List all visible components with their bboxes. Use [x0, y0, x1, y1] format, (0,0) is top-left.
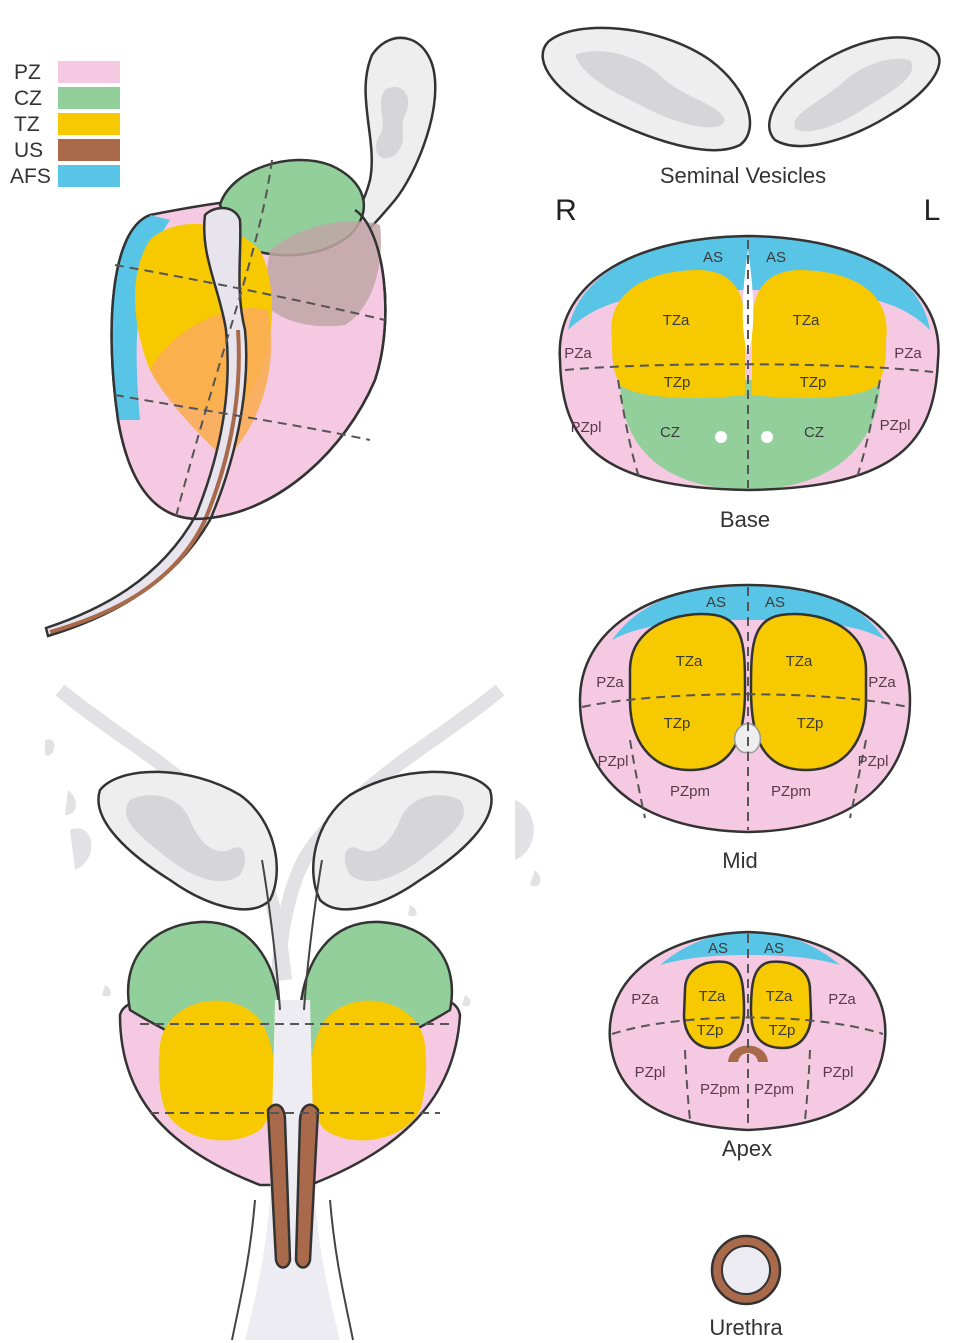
- base-section: AS AS TZa TZa TZp TZp PZa PZa PZpl PZpl …: [560, 236, 939, 532]
- mid-label-pzpl-l: PZpl: [858, 753, 889, 770]
- seminal-vesicles-caption: Seminal Vesicles: [660, 163, 826, 188]
- apex-label-pzpl-l: PZpl: [823, 1064, 854, 1081]
- transition-zone-coronal-right: [159, 1001, 275, 1141]
- base-label-cz-l: CZ: [804, 424, 824, 441]
- apex-section: AS AS TZa TZa TZp TZp PZa PZa PZpl PZpl …: [610, 932, 886, 1161]
- mid-label-pza-l: PZa: [868, 674, 896, 691]
- apex-label-as-r: AS: [708, 940, 728, 957]
- ghost-vessels-right: [45, 739, 111, 996]
- mid-label-pzpm-l: PZpm: [771, 783, 811, 800]
- legend-label-pz: PZ: [14, 61, 41, 84]
- mid-label-pzpl-r: PZpl: [598, 753, 629, 770]
- base-label-pzpl-r: PZpl: [571, 419, 602, 436]
- urethra-caption: Urethra: [709, 1315, 783, 1340]
- mid-label-tza-l: TZa: [786, 653, 813, 670]
- base-label-pza-l: PZa: [894, 345, 922, 362]
- base-label-pzpl-l: PZpl: [880, 417, 911, 434]
- left-side-marker: L: [924, 194, 941, 227]
- apex-label-tza-l: TZa: [766, 988, 793, 1005]
- mid-caption: Mid: [722, 848, 757, 873]
- mid-label-tza-r: TZa: [676, 653, 703, 670]
- legend-swatch-cz: [58, 87, 120, 109]
- apex-label-tza-r: TZa: [699, 988, 726, 1005]
- base-ejaculatory-duct-right: [715, 431, 727, 443]
- coronal-view: [45, 690, 540, 1340]
- legend-swatch-pz: [58, 61, 120, 83]
- apex-label-pzpm-l: PZpm: [754, 1081, 794, 1098]
- apex-label-as-l: AS: [764, 940, 784, 957]
- apex-label-pzpm-r: PZpm: [700, 1081, 740, 1098]
- base-label-tzp-l: TZp: [800, 374, 827, 391]
- mid-tz-right: [630, 614, 745, 770]
- urethra-section: Urethra: [709, 1236, 783, 1340]
- legend: PZ CZ TZ US AFS: [10, 61, 120, 188]
- legend-label-afs: AFS: [10, 165, 51, 188]
- legend-label-us: US: [14, 139, 43, 162]
- base-label-cz-r: CZ: [660, 424, 680, 441]
- mid-label-tzp-l: TZp: [797, 715, 824, 732]
- apex-caption: Apex: [722, 1136, 772, 1161]
- base-label-as-l: AS: [766, 249, 786, 266]
- mid-section: AS AS TZa TZa TZp TZp PZa PZa PZpl PZpl …: [580, 585, 910, 873]
- base-label-as-r: AS: [703, 249, 723, 266]
- legend-swatch-tz: [58, 113, 120, 135]
- mid-label-tzp-r: TZp: [664, 715, 691, 732]
- mid-label-as-l: AS: [765, 594, 785, 611]
- base-caption: Base: [720, 507, 770, 532]
- base-label-pza-r: PZa: [564, 345, 592, 362]
- seminal-vesicles-axial: Seminal Vesicles R L: [543, 28, 941, 227]
- base-label-tzp-r: TZp: [664, 374, 691, 391]
- apex-label-pzpl-r: PZpl: [635, 1064, 666, 1081]
- base-label-tza-r: TZa: [663, 312, 690, 329]
- transition-zone-coronal-left: [310, 1001, 426, 1141]
- mid-label-as-r: AS: [706, 594, 726, 611]
- mid-label-pza-r: PZa: [596, 674, 624, 691]
- apex-label-tzp-l: TZp: [769, 1022, 796, 1039]
- urethra-lumen: [722, 1246, 770, 1294]
- mid-label-pzpm-r: PZpm: [670, 783, 710, 800]
- base-ejaculatory-duct-left: [761, 431, 773, 443]
- apex-label-pza-l: PZa: [828, 991, 856, 1008]
- right-side-marker: R: [555, 194, 577, 227]
- base-label-tza-l: TZa: [793, 312, 820, 329]
- legend-label-cz: CZ: [14, 87, 42, 110]
- legend-swatch-afs: [58, 165, 120, 187]
- legend-swatch-us: [58, 139, 120, 161]
- mid-tz-left: [751, 614, 866, 770]
- apex-label-pza-r: PZa: [631, 991, 659, 1008]
- legend-label-tz: TZ: [14, 113, 40, 136]
- apex-label-tzp-r: TZp: [697, 1022, 724, 1039]
